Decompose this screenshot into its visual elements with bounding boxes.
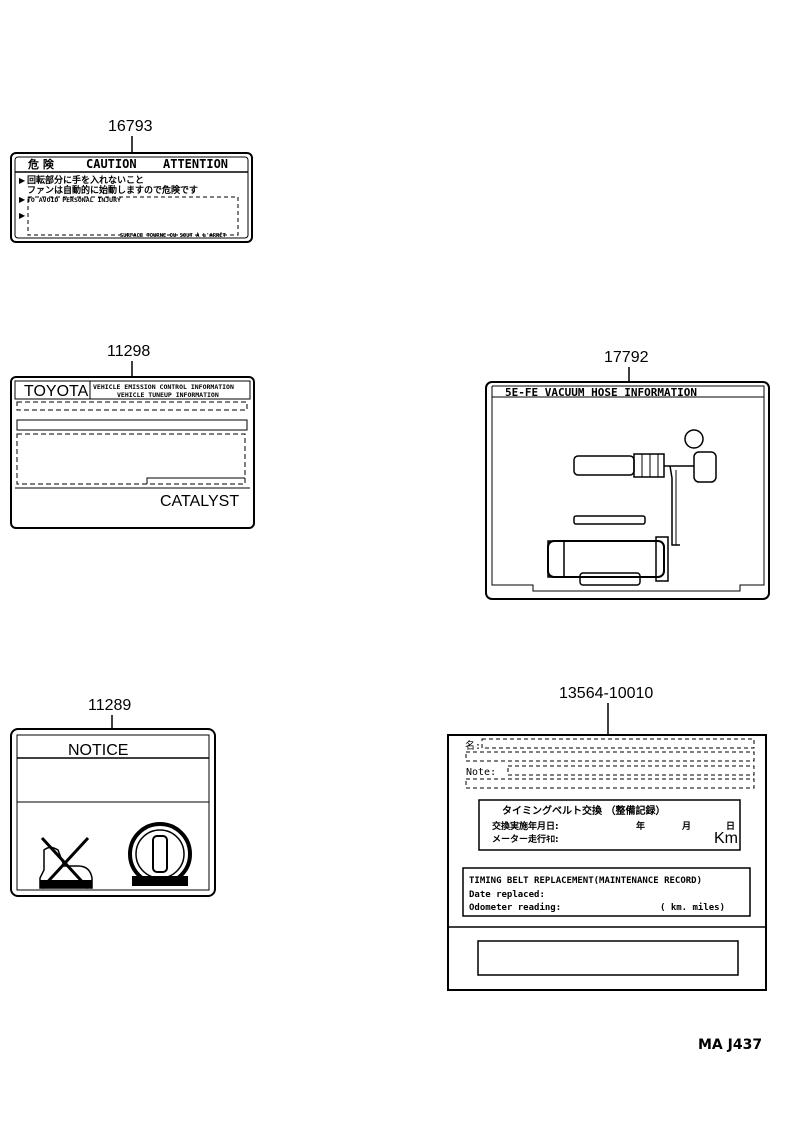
label-outline [10,728,216,897]
label-outline [10,376,255,529]
label-inner-outline [491,385,765,592]
jp-date-label: 交換実施年月日: [492,820,559,832]
catalyst-text: CATALYST [160,493,239,510]
emission-label-11298[interactable]: 11298 TOYOTA VEHICLE EMISSION CONTROL IN… [10,343,255,529]
vsv-valve [693,451,717,483]
part-number-11298: 11298 [107,343,150,360]
tuneup-heading: VEHICLE TUNEUP INFORMATION [117,391,219,399]
note-field[interactable] [507,765,755,776]
en-record-title: TIMING BELT REPLACEMENT(MAINTENANCE RECO… [469,876,702,886]
jp-day: 日 [726,821,735,832]
warning-fr-footer: SURFACE TOURNE OU SOUT À L'ARRÊT [120,231,227,239]
emission-heading: VEHICLE EMISSION CONTROL INFORMATION [93,383,234,391]
blank-record-box [477,940,739,976]
label-inner-outline [16,734,210,891]
name-field[interactable] [481,738,755,749]
canister-body [547,540,665,578]
header-box [14,380,251,400]
vacuum-hose-title: 5E-FE VACUUM HOSE INFORMATION [505,386,697,399]
en-date-label: Date replaced: [469,890,545,900]
spec-area-dashed [16,433,246,485]
intake-pipe [573,455,635,476]
attention-heading: ATTENTION [163,157,228,171]
part-number-13564-10010: 13564-10010 [559,685,653,702]
dashed-field [16,401,248,411]
diagram-code: MA J437 [698,1037,762,1053]
en-odometer-label: Odometer reading: [469,902,561,913]
vacuum-hose-diagram [547,429,717,586]
jp-record-box [478,799,741,851]
warning-jp-line-1: 回転部分に手を入れないこと [27,174,144,186]
warning-jp-line-2: ファンは自動的に始動しますので危険です [27,184,198,196]
mandatory-circle-icon [128,822,192,886]
jp-km-unit: Km [714,830,738,847]
text-area-dashed [27,196,239,236]
blank-field[interactable] [465,751,755,762]
canister-base [579,572,641,586]
label-inner-outline [14,156,249,239]
vacuum-port-circle [684,429,704,449]
label-outline [10,152,253,243]
jp-month: 月 [681,821,691,832]
prohibited-x-icon [39,836,93,890]
note-prefix: Note: [466,767,496,778]
brand-name: TOYOTA [24,383,89,400]
hose-connector [633,453,665,478]
timing-belt-label-13564-10010[interactable]: 13564-10010 名: Note: タイミングベルト交換 （整備記録） 交… [447,685,767,991]
note-field-2[interactable] [465,778,755,789]
arrow-marker: ▶ [19,176,26,185]
part-number-11289: 11289 [88,697,131,714]
caution-label-16793[interactable]: 16793 危 険 CAUTION ATTENTION ▶ 回転部分に手を入れな… [10,118,253,243]
vacuum-hose-label-17792[interactable]: 17792 5E-FE VACUUM HOSE INFORMATION [485,349,770,600]
info-field [16,419,248,431]
arrow-marker: ▶ [19,195,26,204]
notice-label-11289[interactable]: 11289 NOTICE [10,697,216,897]
canister-cap-right [655,536,669,582]
vacuum-hose-line [669,465,680,546]
caution-heading: CAUTION [86,157,137,171]
jp-odometer-label: メーター走行ｷﾛ: [492,833,559,845]
short-hose [573,515,646,525]
name-prefix: 名: [465,739,481,752]
label-outline [447,734,767,991]
caution-jp-heading: 危 険 [27,157,55,171]
jp-year: 年 [636,820,645,832]
warning-en-line: TO AVOID PERSONAL INJURY [27,196,121,204]
notch-line [146,477,245,484]
jp-record-title: タイミングベルト交換 （整備記録） [502,804,665,817]
en-unit: ( km. miles) [660,902,725,913]
arrow-marker: ▶ [19,211,26,220]
en-record-box [462,867,751,917]
label-outline [485,381,770,600]
canister-cap-left [547,540,565,578]
part-number-17792: 17792 [604,349,649,366]
notice-title: NOTICE [68,742,128,759]
part-number-16793: 16793 [108,118,153,135]
